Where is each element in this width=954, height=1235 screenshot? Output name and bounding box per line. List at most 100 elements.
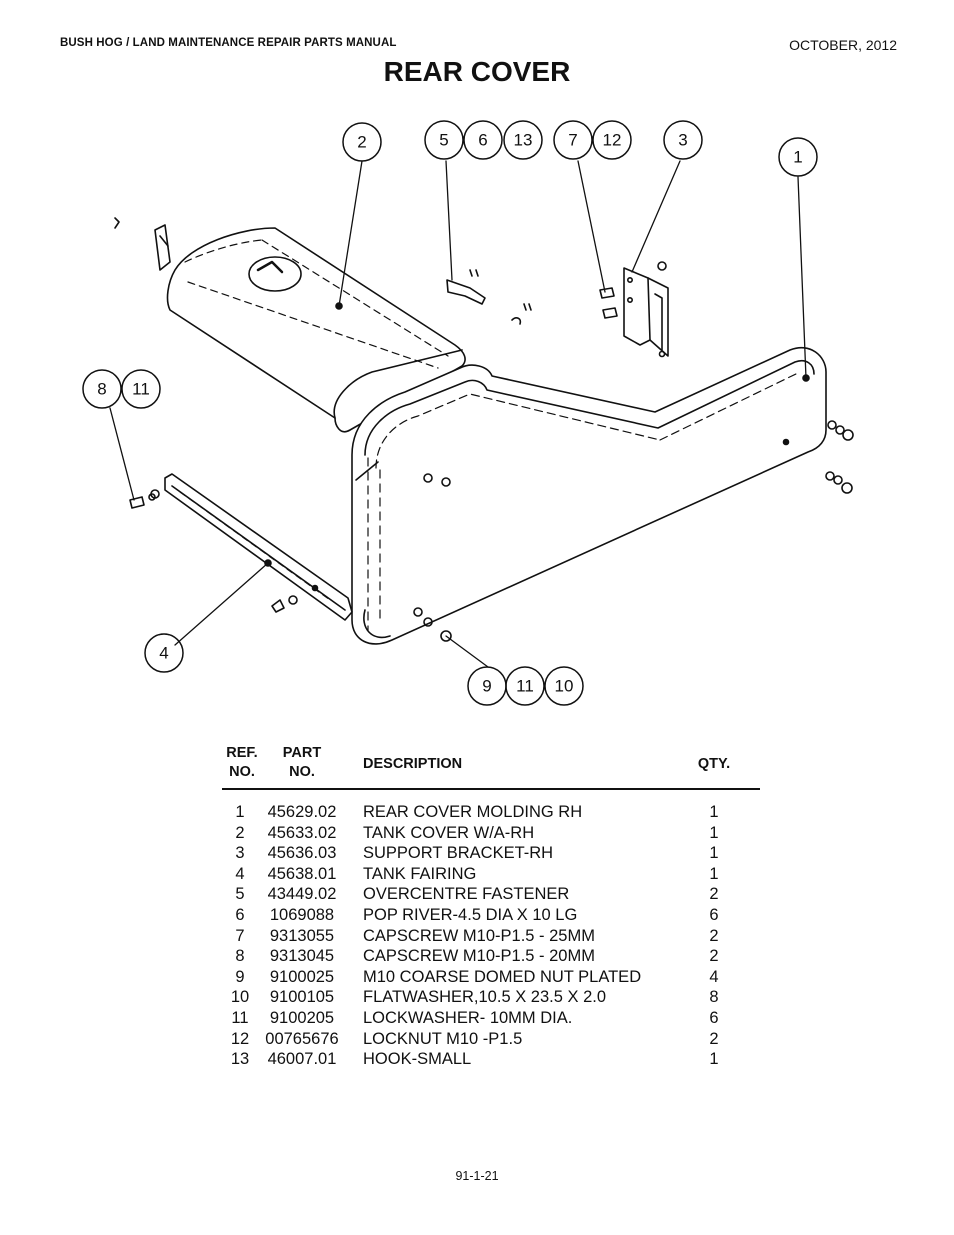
callout-label: 11 [132,380,150,399]
description-cell: REAR COVER MOLDING RH [363,803,583,821]
qty-cell: 4 [709,967,719,986]
qty-cell: 2 [709,947,719,966]
ref-cell: 5 [235,885,245,904]
description-cell: CAPSCREW M10-P1.5 - 20MM [363,947,595,966]
qty-cell: 1 [709,864,719,883]
ref-no-header: REF. NO. [222,744,262,782]
callout-label: 11 [516,677,534,696]
callout-label: 3 [678,131,687,150]
description-cell: POP RIVER-4.5 DIA X 10 LG [363,905,578,924]
leader-lines [109,160,807,668]
parts-table-header: REF. NO. PART NO. DESCRIPTION QTY. [222,744,762,790]
page-title: REAR COVER [383,56,571,87]
callout-label: 13 [514,131,533,150]
ref-header-line2: NO. [229,764,255,780]
callout-label: 12 [603,131,622,150]
overcentre-fastener-drawing [154,224,486,305]
table-row: 11 9100205 LOCKWASHER- 10MM DIA. 6 [222,1008,762,1029]
ref-cell: 3 [235,844,245,863]
qty-cell: 2 [709,926,719,945]
part-header-line1: PART [282,745,322,761]
description-cell: TANK COVER W/A-RH [363,823,535,842]
part-number-cell: 45636.03 [267,844,337,863]
ref-cell: 8 [235,947,245,966]
table-row: 9 9100025 M10 COARSE DOMED NUT PLATED 4 [222,967,762,988]
callout-label: 6 [478,131,487,150]
callout-label: 7 [568,131,577,150]
tank-cover-drawing [166,227,466,433]
part-number-cell: 45633.02 [267,823,337,842]
callout-label: 1 [793,148,802,167]
callout-label: 9 [482,677,491,696]
table-divider [222,788,760,790]
callout-circles [82,120,818,706]
part-number-cell: 9100105 [269,988,335,1007]
table-row: 10 9100105 FLATWASHER,10.5 X 23.5 X 2.0 8 [222,987,762,1008]
part-number-cell: 45638.01 [267,864,337,883]
qty-cell: 6 [709,1008,719,1027]
qty-cell: 6 [709,905,719,924]
rear-cover-molding-drawing [351,347,827,645]
callout-label: 2 [357,133,366,152]
tank-fairing-drawing [164,473,353,621]
ref-header-line1: REF. [226,745,258,761]
ref-cell: 9 [235,967,245,986]
description-cell: HOOK-SMALL [363,1050,472,1069]
table-row: 2 45633.02 TANK COVER W/A-RH 1 [222,823,762,844]
table-row: 6 1069088 POP RIVER-4.5 DIA X 10 LG 6 [222,905,762,926]
ref-cell: 7 [235,926,245,945]
part-number-cell: 9313055 [269,926,335,945]
description-cell: LOCKNUT M10 -P1.5 [363,1029,523,1048]
callout-labels: 2 5 6 13 7 12 3 1 8 11 4 9 11 10 [97,131,802,696]
part-number-cell: 45629.02 [267,803,337,821]
exploded-parts-diagram: 2 5 6 13 7 12 3 1 8 11 4 9 11 10 [82,120,854,706]
part-no-header: PART NO. [262,744,342,782]
description-cell: TANK FAIRING [363,864,477,883]
part-number-cell: 00765676 [265,1029,339,1048]
callout-label: 5 [439,131,448,150]
qty-cell: 1 [709,823,719,842]
table-row: 13 46007.01 HOOK-SMALL 1 [222,1049,762,1070]
part-number-cell: 9100205 [269,1008,335,1027]
part-number-cell: 46007.01 [267,1050,337,1069]
description-cell: OVERCENTRE FASTENER [363,885,570,904]
description-cell: SUPPORT BRACKET-RH [363,844,554,863]
table-row: 3 45636.03 SUPPORT BRACKET-RH 1 [222,843,762,864]
ref-cell: 10 [230,988,250,1007]
table-row: 8 9313045 CAPSCREW M10-P1.5 - 20MM 2 [222,946,762,967]
ref-cell: 2 [235,823,245,842]
table-row: 1 45629.02 REAR COVER MOLDING RH 1 [222,802,762,823]
ref-cell: 4 [235,864,245,883]
page-number: 91-1-21 [455,1169,499,1183]
qty-header: QTY. [697,756,731,772]
support-bracket-drawing [623,267,669,358]
table-row: 12 00765676 LOCKNUT M10 -P1.5 2 [222,1029,762,1050]
part-number-cell: 9313045 [269,947,335,966]
qty-cell: 2 [709,1029,719,1048]
manual-title: BUSH HOG / LAND MAINTENANCE REPAIR PARTS… [60,37,397,49]
hardware-drawings [114,217,854,642]
part-number-cell: 9100025 [269,967,335,986]
table-row: 5 43449.02 OVERCENTRE FASTENER 2 [222,884,762,905]
description-cell: M10 COARSE DOMED NUT PLATED [363,967,642,986]
callout-label: 4 [159,644,168,663]
part-number-cell: 1069088 [269,905,335,924]
ref-cell: 6 [235,905,245,924]
qty-cell: 1 [709,844,719,863]
description-cell: LOCKWASHER- 10MM DIA. [363,1008,573,1027]
callout-label: 10 [555,677,574,696]
part-number-cell: 43449.02 [267,885,337,904]
manual-date: OCTOBER, 2012 [789,37,897,53]
qty-cell: 8 [709,988,719,1007]
qty-cell: 1 [709,1050,719,1069]
ref-cell: 11 [231,1008,249,1027]
description-cell: CAPSCREW M10-P1.5 - 25MM [363,926,595,945]
description-header: DESCRIPTION [363,756,463,772]
description-cell: FLATWASHER,10.5 X 23.5 X 2.0 [363,988,607,1007]
qty-cell: 1 [709,803,719,821]
ref-cell: 13 [230,1050,250,1069]
qty-cell: 2 [709,885,719,904]
ref-cell: 12 [230,1029,250,1048]
ref-cell: 1 [235,803,245,821]
